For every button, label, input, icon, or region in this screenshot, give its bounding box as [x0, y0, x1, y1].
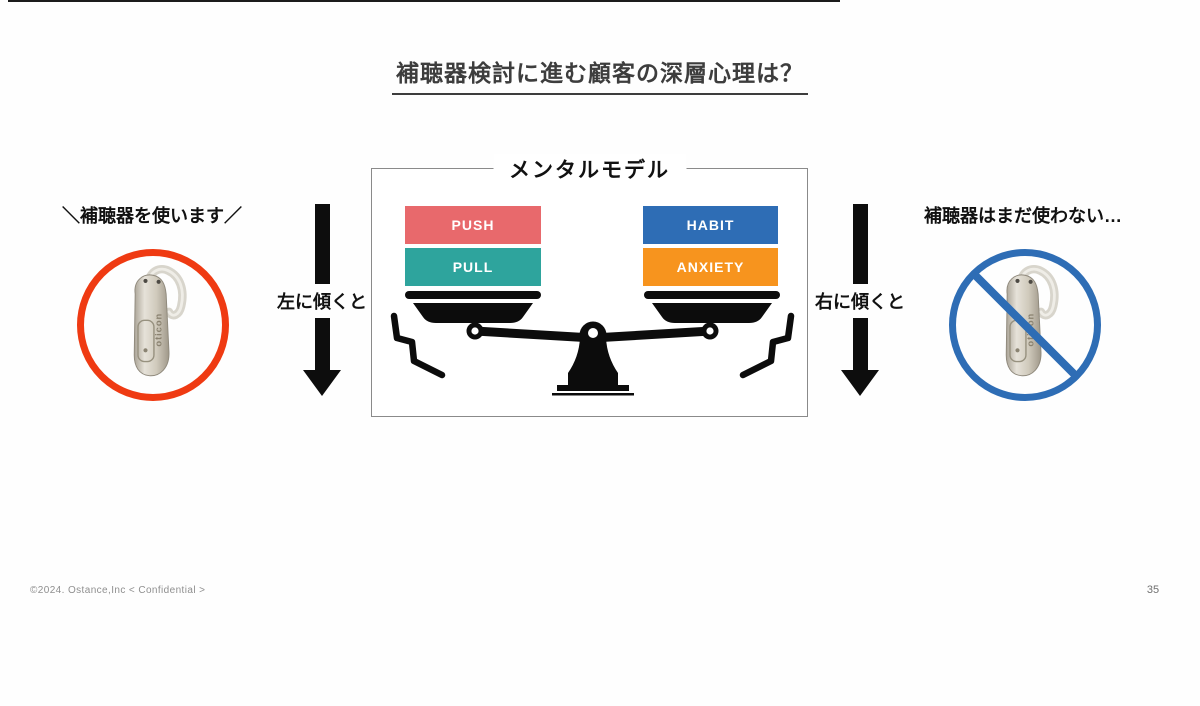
right-tilt-arrow: 右に傾くと [809, 204, 911, 396]
weight-push: PUSH [405, 206, 541, 244]
left-arrow-shaft-bottom [314, 318, 330, 370]
left-arrow-head-icon [303, 370, 341, 396]
right-pan-weights: HABIT ANXIETY [643, 206, 778, 290]
mental-model-panel: メンタルモデル PUSH PULL HABIT ANXIETY [371, 154, 808, 417]
top-edge-artifact [8, 0, 840, 2]
left-catchphrase: ＼補聴器を使います／ [62, 206, 242, 226]
right-wobble-mark [739, 312, 795, 379]
page-title-text: 補聴器検討に進む顧客の深層心理は？ [392, 54, 808, 95]
right-arrow-shaft-top [852, 204, 868, 284]
hearing-aid-prohibited-circle [949, 249, 1101, 401]
weight-habit: HABIT [643, 206, 778, 244]
mental-model-title: メンタルモデル [493, 154, 686, 184]
weight-pull: PULL [405, 248, 541, 286]
hearing-aid-allowed-circle [77, 249, 229, 401]
left-arrow-shaft-top [314, 204, 330, 284]
left-pan-weights: PUSH PULL [405, 206, 541, 290]
page-number: 35 [1146, 584, 1160, 596]
balance-scale-illustration [390, 291, 795, 396]
weight-anxiety: ANXIETY [643, 248, 778, 286]
left-wobble-mark [390, 312, 446, 379]
right-arrow-label: 右に傾くと [815, 292, 905, 312]
right-arrow-head-icon [841, 370, 879, 396]
copyright-confidential-note: ©2024. Ostance,Inc < Confidential > [30, 585, 206, 596]
left-tilt-arrow: 左に傾くと [271, 204, 373, 396]
right-catchphrase: 補聴器はまだ使わない… [924, 206, 1122, 226]
right-arrow-shaft-bottom [852, 318, 868, 370]
hearing-aid-image [106, 264, 200, 386]
left-arrow-label: 左に傾くと [277, 292, 367, 312]
page-title: 補聴器検討に進む顧客の深層心理は？ [0, 54, 1200, 95]
